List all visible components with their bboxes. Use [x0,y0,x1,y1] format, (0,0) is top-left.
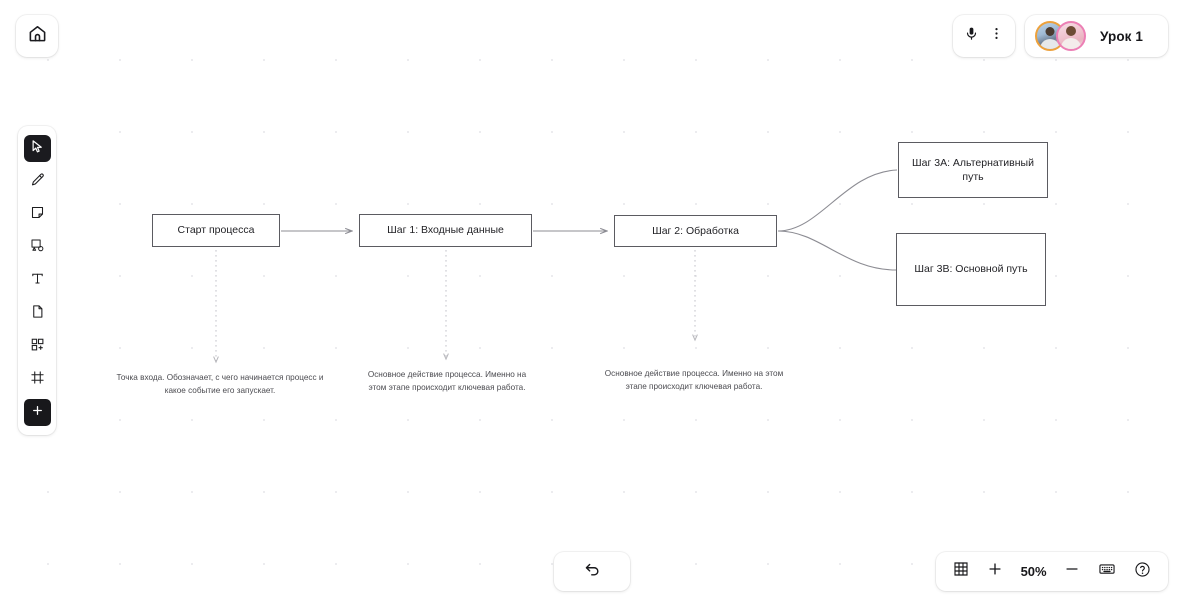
avatar-student-2[interactable] [1056,21,1086,51]
tool-doc[interactable] [24,300,51,327]
avatar-body [1040,39,1060,49]
frame-icon [30,370,45,390]
node-label: Шаг 3A: Альтернативный путь [912,156,1034,183]
tool-add[interactable] [23,399,51,426]
tool-shapes[interactable] [24,234,51,261]
document-icon [30,304,45,324]
text-t-icon [30,271,45,291]
tool-pen[interactable] [24,168,51,195]
zoom-level[interactable]: 50% [1020,564,1047,579]
tool-text[interactable] [24,267,51,294]
zoom-out-button[interactable] [1064,561,1080,582]
diagram-note-step1: Основное действие процесса. Именно на эт… [367,370,527,392]
lesson-title: Урок 1 [1100,28,1143,44]
node-label: Старт процесса [177,224,255,237]
tool-select[interactable] [23,135,51,162]
microphone-button[interactable] [962,25,982,47]
more-options-button[interactable] [987,25,1007,47]
plus-icon [987,561,1003,582]
keyboard-shortcuts-button[interactable] [1098,560,1116,583]
tool-frame[interactable] [24,366,51,393]
pencil-icon [30,172,45,192]
microphone-icon [964,26,979,46]
keyboard-icon [1098,560,1116,583]
avatar-body [1061,38,1081,49]
diagram-node-step3b[interactable]: Шаг 3B: Основной путь [896,233,1046,306]
tool-widgets[interactable] [24,333,51,360]
avatar-group[interactable] [1035,21,1087,51]
node-label: Шаг 1: Входные данные [387,224,504,237]
home-button[interactable] [16,15,58,57]
help-button[interactable] [1134,561,1151,583]
diagram-node-step1[interactable]: Шаг 1: Входные данные [359,214,532,247]
tool-rail[interactable] [18,126,56,435]
diagram-note-step2: Основное действие процесса. Именно на эт… [604,369,784,391]
shapes-icon [30,238,45,258]
minus-icon [1064,561,1080,582]
undo-button[interactable] [554,552,630,591]
diagram-node-start[interactable]: Старт процесса [152,214,280,247]
grid-toggle-button[interactable] [953,561,969,582]
cursor-arrow-icon [30,139,45,159]
avatar-head [1066,26,1076,36]
plus-icon [31,404,44,422]
sticky-note-icon [30,205,45,225]
grid-icon [953,561,969,582]
lesson-chip[interactable]: Урок 1 [1025,15,1168,57]
widgets-grid-icon [30,337,45,357]
zoom-in-button[interactable] [987,561,1003,582]
diagram-node-step2[interactable]: Шаг 2: Обработка [614,215,777,247]
diagram-note-start: Точка входа. Обозначает, с чего начинает… [116,373,324,395]
tool-sticky[interactable] [24,201,51,228]
node-label: Шаг 3B: Основной путь [914,263,1028,276]
mic-menu-panel[interactable] [953,15,1015,57]
zoom-bar[interactable]: 50% [936,552,1168,591]
diagram-node-step3a[interactable]: Шаг 3A: Альтернативный путь [898,142,1048,198]
home-icon [28,24,47,48]
help-question-icon [1134,561,1151,583]
node-label: Шаг 2: Обработка [652,224,739,237]
undo-arrow-icon [584,561,601,583]
avatar-head [1045,27,1055,36]
more-vertical-icon [989,26,1004,46]
